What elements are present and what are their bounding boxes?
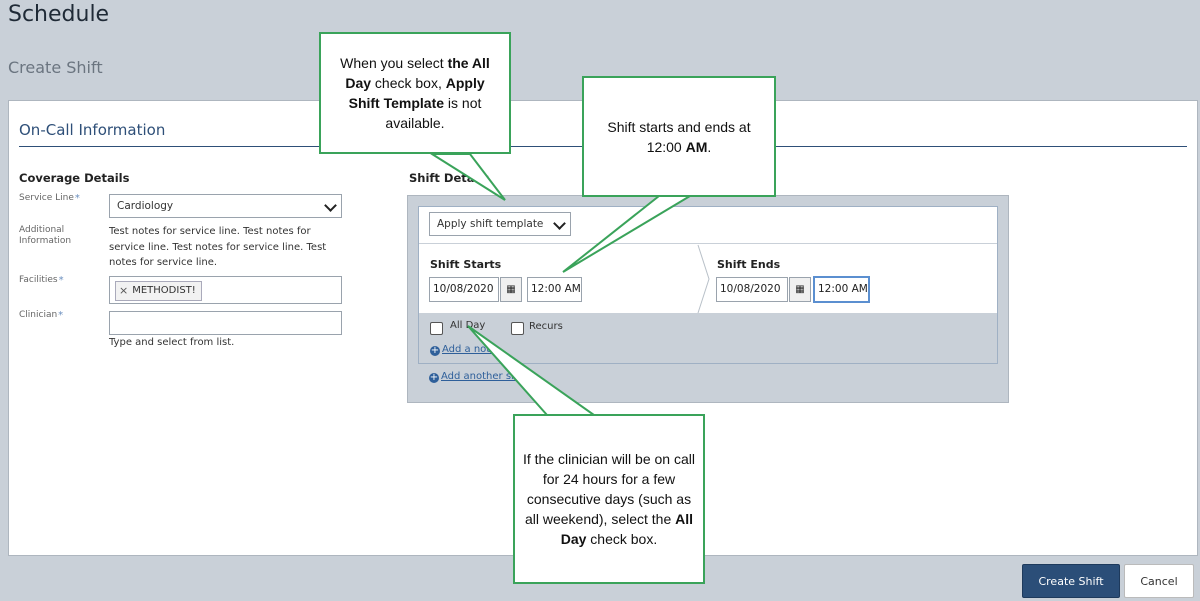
callout-template-note: When you select the All Day check box, A… — [319, 32, 511, 154]
section-title: On-Call Information — [19, 121, 166, 139]
page-subtitle: Create Shift — [8, 58, 103, 77]
service-line-select[interactable]: Cardiology — [109, 194, 342, 218]
shift-template-value: Apply shift template — [437, 218, 544, 230]
recurs-label: Recurs — [529, 321, 563, 332]
end-date-input[interactable]: 10/08/2020 — [716, 277, 788, 302]
step-separator-icon — [697, 244, 710, 314]
shift-options: All Day Recurs + Add a note — [419, 313, 997, 363]
calendar-icon[interactable]: ▦ — [500, 277, 522, 302]
clinician-hint: Type and select from list. — [109, 337, 235, 348]
calendar-icon[interactable]: ▦ — [789, 277, 811, 302]
coverage-details-title: Coverage Details — [19, 171, 130, 185]
divider — [419, 243, 997, 244]
facilities-label: Facilities* — [19, 275, 64, 286]
additional-info-label: Additional Information — [19, 225, 72, 246]
shift-card: Apply shift template Shift Starts 10/08/… — [418, 206, 998, 364]
remove-tag-icon[interactable]: × — [119, 284, 129, 297]
all-day-label: All Day — [450, 320, 486, 331]
facilities-input[interactable]: × METHODIST! — [109, 276, 342, 304]
cancel-button[interactable]: Cancel — [1124, 564, 1194, 598]
end-time-input[interactable]: 12:00 AM — [813, 276, 870, 303]
create-shift-button[interactable]: Create Shift — [1022, 564, 1120, 598]
service-line-value: Cardiology — [117, 200, 174, 212]
shift-template-select[interactable]: Apply shift template — [429, 212, 571, 236]
callout-times-note: Shift starts and ends at 12:00 AM. — [582, 76, 776, 197]
recurs-checkbox[interactable] — [511, 322, 524, 335]
facility-tag-label: METHODIST! — [132, 285, 196, 296]
plus-circle-icon[interactable]: + — [429, 372, 439, 383]
start-time-input[interactable]: 12:00 AM — [527, 277, 582, 302]
clinician-input[interactable] — [109, 311, 342, 335]
shift-ends-label: Shift Ends — [717, 258, 781, 271]
additional-info-text: Test notes for service line. Test notes … — [109, 226, 327, 268]
shift-starts-label: Shift Starts — [430, 258, 502, 271]
plus-circle-icon[interactable]: + — [430, 345, 440, 356]
add-note-link[interactable]: Add a note — [442, 344, 497, 355]
facility-tag: × METHODIST! — [115, 281, 202, 301]
clinician-label: Clinician* — [19, 310, 64, 321]
service-line-label: Service Line* — [19, 193, 80, 204]
start-date-input[interactable]: 10/08/2020 — [429, 277, 499, 302]
page-title: Schedule — [8, 2, 110, 27]
add-another-shift-link[interactable]: Add another shift — [441, 371, 528, 382]
callout-all-day-note: If the clinician will be on call for 24 … — [513, 414, 705, 584]
all-day-checkbox[interactable] — [430, 322, 443, 335]
